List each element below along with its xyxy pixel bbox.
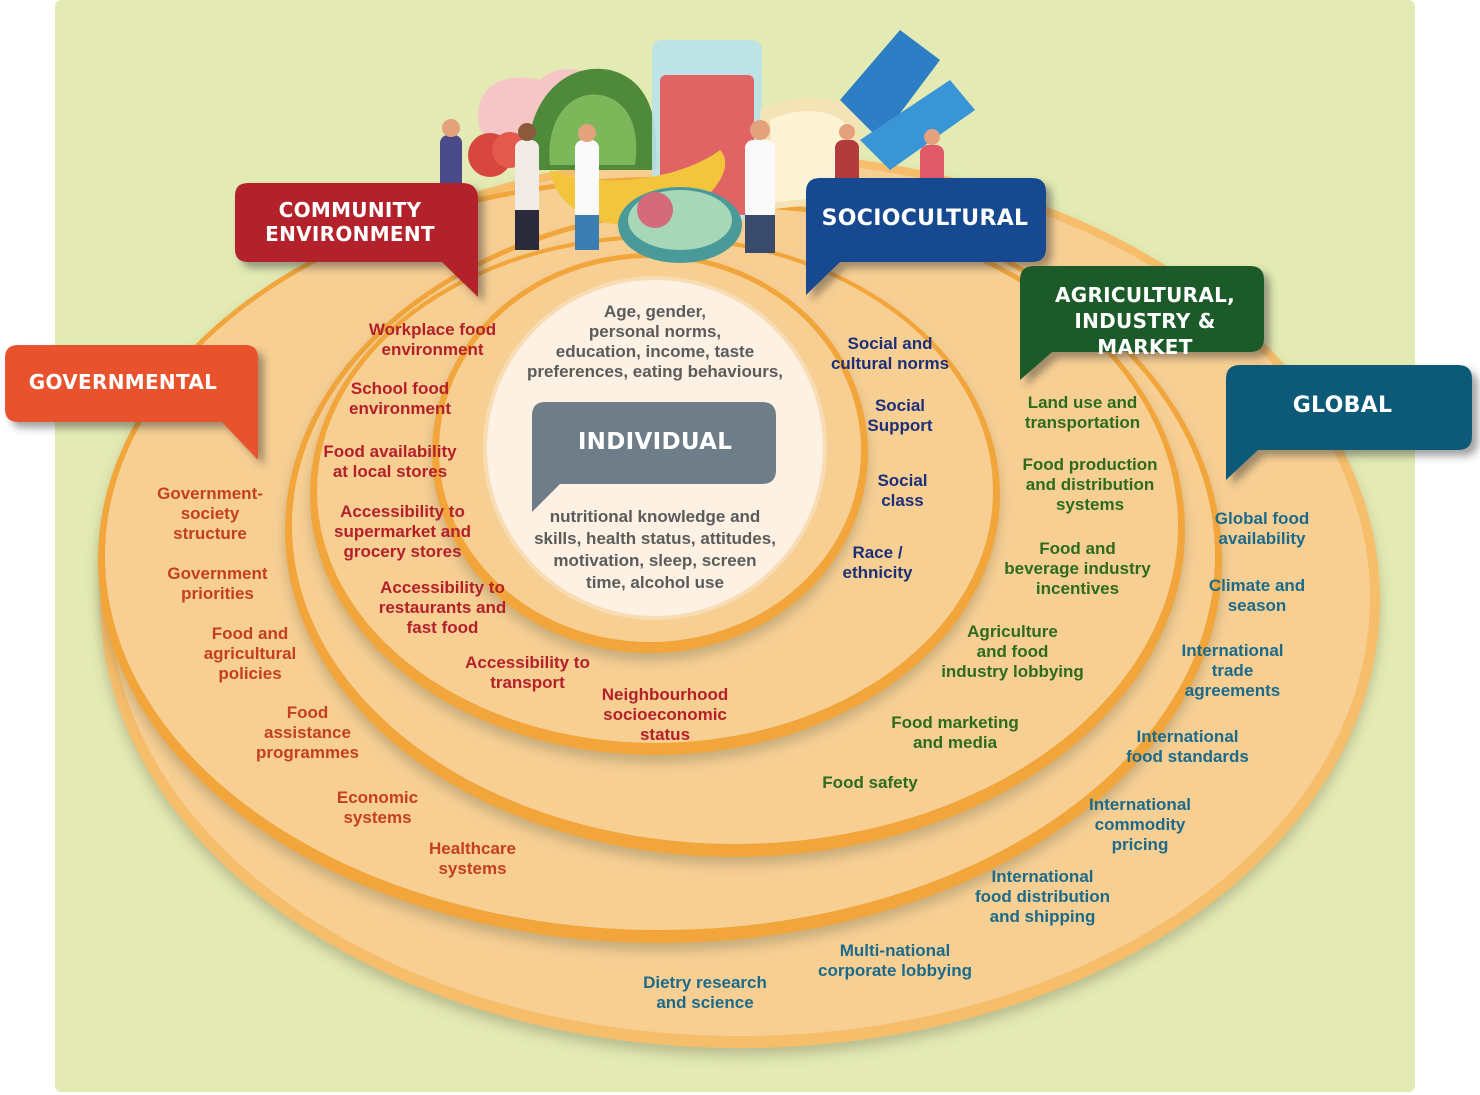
food-illustration <box>440 30 975 263</box>
agricultural-item: Agriculture and food industry lobbying <box>941 622 1084 681</box>
global-item: International trade agreements <box>1181 641 1284 700</box>
agricultural-item: Land use and transportation <box>1024 393 1141 432</box>
bubble-governmental <box>5 345 258 460</box>
individual-text-bottom: nutritional knowledge and skills, health… <box>534 507 776 592</box>
community-item: Food availability at local stores <box>323 442 457 481</box>
individual-text-top: Age, gender, personal norms, education, … <box>526 302 784 381</box>
governmental-item: Government priorities <box>167 564 268 603</box>
agricultural-item: Food and beverage industry incentives <box>1004 539 1151 598</box>
global-item: Dietry research and science <box>643 973 767 1012</box>
global-item: Global food availability <box>1214 509 1310 548</box>
bubble-agricultural <box>1020 266 1264 380</box>
community-title: COMMUNITY ENVIRONMENT <box>265 198 435 246</box>
global-item: International food standards <box>1126 727 1249 766</box>
governmental-item: Food assistance programmes <box>256 703 359 762</box>
governmental-item: Healthcare systems <box>429 839 516 878</box>
governmental-item: Government- society structure <box>157 484 263 543</box>
bubble-sociocultural <box>806 178 1046 295</box>
community-item: Accessibility to transport <box>465 653 590 692</box>
bubble-individual <box>532 402 776 512</box>
community-item: Accessibility to supermarket and grocery… <box>334 502 471 561</box>
governmental-title: GOVERNMENTAL <box>28 370 218 394</box>
community-item: Neighbourhood socioeconomic status <box>601 685 729 744</box>
agricultural-item: Food safety <box>822 773 918 792</box>
global-item: International food distribution and ship… <box>974 867 1111 926</box>
sociocultural-item: Social and cultural norms <box>830 334 950 373</box>
governmental-item: Economic systems <box>336 788 419 827</box>
bubble-global <box>1226 365 1472 480</box>
sociocultural-item: Race / ethnicity <box>842 543 913 582</box>
global-item: Climate and season <box>1208 576 1306 615</box>
global-title: GLOBAL <box>1292 393 1393 418</box>
sociocultural-item: Social class <box>877 471 928 510</box>
governmental-item: Food and agricultural policies <box>203 624 297 683</box>
agricultural-title: AGRICULTURAL, INDUSTRY & MARKET <box>1054 283 1236 359</box>
global-item: International commodity pricing <box>1088 795 1191 854</box>
sociocultural-title: SOCIOCULTURAL <box>821 206 1029 231</box>
community-item: Accessibility to restaurants and fast fo… <box>378 578 507 637</box>
community-item: Workplace food environment <box>368 320 497 359</box>
agricultural-item: Food production and distribution systems <box>1022 455 1158 514</box>
individual-title: INDIVIDUAL <box>577 429 733 455</box>
sociocultural-item: Social Support <box>867 396 933 435</box>
community-item: School food environment <box>348 379 452 418</box>
agricultural-item: Food marketing and media <box>891 713 1019 752</box>
global-item: Multi-national corporate lobbying <box>818 941 972 980</box>
bubble-community <box>235 183 478 297</box>
